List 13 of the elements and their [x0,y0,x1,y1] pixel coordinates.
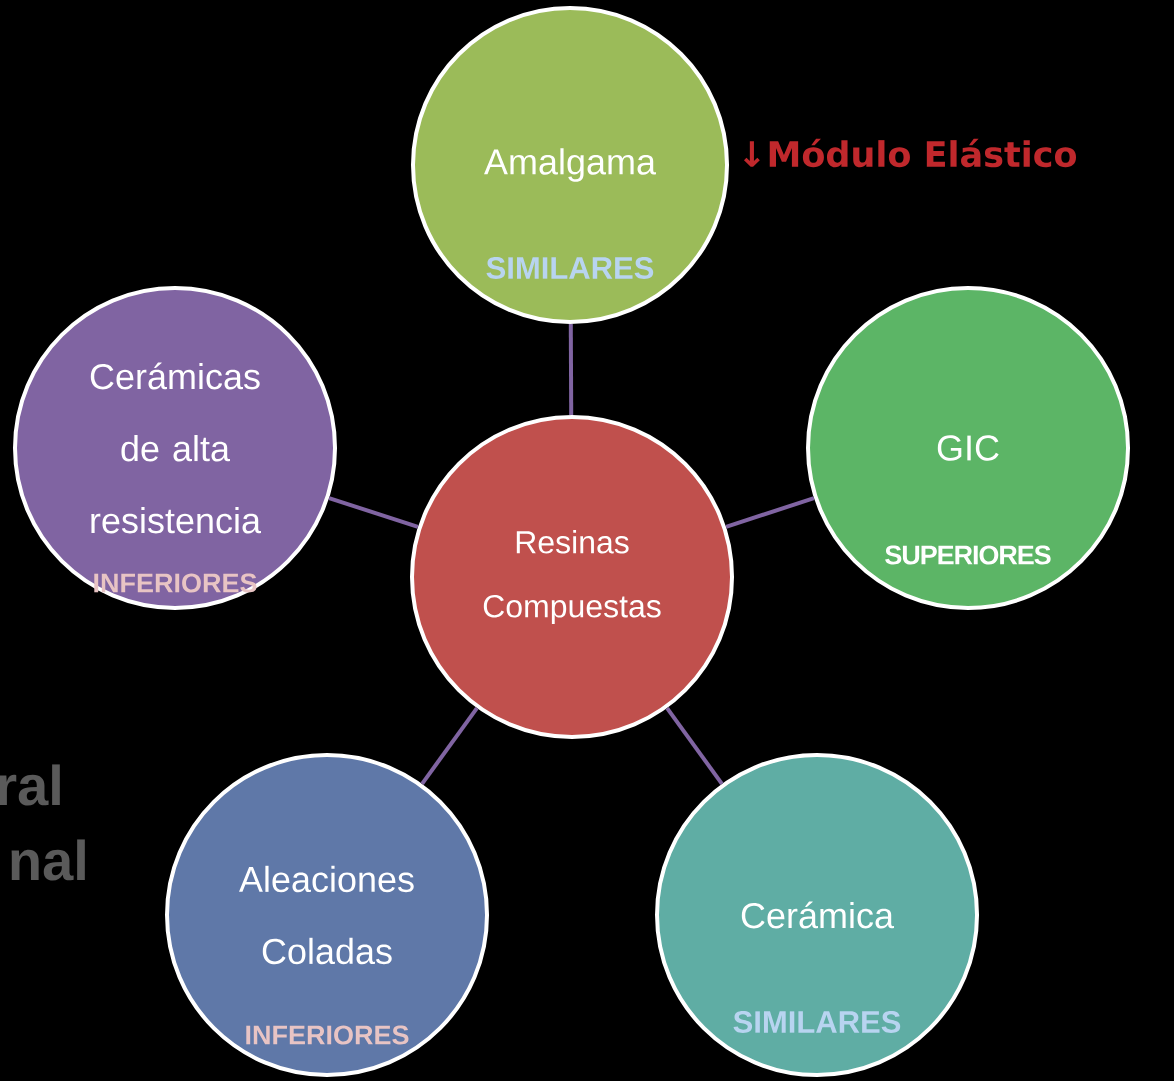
connector-line [665,707,724,785]
rating-label: SIMILARES [733,1011,901,1033]
rating-label: SIMILARES [486,257,654,279]
rating-label: INFERIORES [246,1025,409,1045]
circle-node: Resinas Compuestas [410,415,734,739]
rating-label: INFERIORES [94,573,257,593]
connector-line [725,496,815,529]
connector-line [328,496,419,529]
annotation-text: ↓Módulo Elástico [744,138,1076,168]
connector-line [420,707,479,785]
text-fragment: nal [11,839,85,881]
connector-line [568,323,574,415]
rating-label: SUPERIORES [885,545,1051,565]
